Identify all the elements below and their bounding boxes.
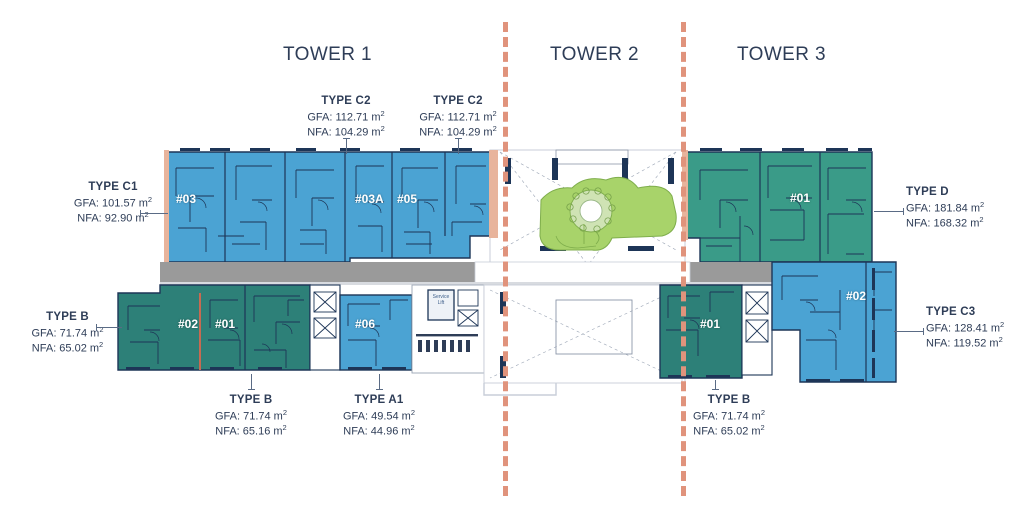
- callout-gfa: GFA: 49.54 m2: [342, 407, 416, 423]
- leader-c3: [894, 331, 924, 332]
- leader-tick: [343, 138, 350, 139]
- callout-gfa: GFA: 101.57 m2: [73, 194, 153, 210]
- tower-label-1: TOWER 1: [283, 44, 373, 65]
- callout-title: TYPE B: [229, 394, 273, 406]
- callout-type-c3: TYPE C3 GFA: 128.41 m2 NFA: 119.52 m2: [926, 305, 1024, 351]
- unit-badge-01-lower-left: #01: [215, 317, 236, 331]
- tower-label-2: TOWER 2: [550, 44, 640, 65]
- tower1-lower-left-units: [117, 284, 311, 371]
- service-core: [411, 284, 485, 374]
- leader-b-left: [96, 327, 122, 328]
- lower-outline: [483, 383, 557, 396]
- tower1-upper-units: [164, 148, 498, 263]
- callout-gfa: GFA: 71.74 m2: [692, 407, 766, 423]
- callout-nfa: NFA: 92.90 m2: [77, 210, 149, 226]
- callout-type-d: TYPE D GFA: 181.84 m2 NFA: 168.32 m2: [906, 185, 1018, 231]
- leader-tick: [140, 210, 141, 217]
- callout-title: TYPE C1: [88, 181, 138, 193]
- unit-badge-02-lower-right: #02: [846, 289, 867, 303]
- unit-badge-01-tower3: #01: [790, 191, 811, 205]
- leader-a1: [379, 374, 380, 390]
- leader-c1: [140, 213, 168, 214]
- callout-title: TYPE D: [906, 186, 949, 198]
- callout-gfa: GFA: 71.74 m2: [31, 324, 104, 340]
- tower1-lift-core: [309, 284, 341, 371]
- callout-gfa: GFA: 112.71 m2: [419, 108, 497, 124]
- callout-title: TYPE C3: [926, 306, 976, 318]
- callout-title: TYPE B: [707, 394, 751, 406]
- unit-badge-06: #06: [355, 317, 376, 331]
- leader-c2-left: [346, 138, 347, 154]
- callout-type-c2-left: TYPE C2 GFA: 112.71 m2 NFA: 104.29 m2: [291, 94, 401, 140]
- tower3-upper-units: [682, 148, 873, 263]
- callout-type-c1: TYPE C1 GFA: 101.57 m2 NFA: 92.90 m2: [58, 180, 168, 226]
- callout-type-b-bottom-right: TYPE B GFA: 71.74 m2 NFA: 65.02 m2: [676, 393, 782, 439]
- callout-gfa: GFA: 128.41 m2: [926, 319, 1005, 335]
- tower3-lower-right-units: [771, 261, 897, 383]
- leader-tick: [903, 208, 904, 215]
- callout-gfa: GFA: 71.74 m2: [214, 407, 288, 423]
- leader-b-bottom-left: [251, 374, 252, 390]
- callout-title: TYPE A1: [354, 394, 404, 406]
- corridor-band: [160, 261, 876, 285]
- leader-c2-right: [458, 138, 459, 154]
- tower3-lift-core: [741, 284, 773, 376]
- unit-badge-05: #05: [397, 192, 418, 206]
- leader-tick: [923, 328, 924, 335]
- service-lift-line1: Service: [432, 294, 450, 300]
- service-lift-line2: Lift: [437, 299, 445, 306]
- callout-gfa: GFA: 112.71 m2: [307, 108, 385, 124]
- leader-tick: [248, 389, 255, 390]
- callout-title: TYPE C2: [321, 95, 371, 107]
- callout-title: TYPE B: [46, 311, 89, 323]
- callout-nfa: NFA: 168.32 m2: [906, 215, 984, 231]
- unit-badge-03: #03: [176, 192, 197, 206]
- callout-nfa: NFA: 65.02 m2: [693, 423, 765, 439]
- callout-nfa: NFA: 104.29 m2: [307, 124, 385, 140]
- leader-tick: [96, 324, 97, 331]
- unit-badge-03a: #03A: [355, 192, 384, 206]
- callout-type-c2-right: TYPE C2 GFA: 112.71 m2 NFA: 104.29 m2: [403, 94, 513, 140]
- unit-badge-01-lower-mid: #01: [700, 317, 721, 331]
- callout-title: TYPE C2: [433, 95, 483, 107]
- leader-d: [874, 211, 904, 212]
- service-lift-label: Service Lift: [428, 294, 454, 307]
- leader-tick: [712, 389, 719, 390]
- callout-gfa: GFA: 181.84 m2: [906, 199, 985, 215]
- callout-type-b-bottom-left: TYPE B GFA: 71.74 m2 NFA: 65.16 m2: [198, 393, 304, 439]
- callout-nfa: NFA: 104.29 m2: [419, 124, 497, 140]
- divider-tower2-tower3: [681, 22, 686, 496]
- callout-type-a1: TYPE A1 GFA: 49.54 m2 NFA: 44.96 m2: [326, 393, 432, 439]
- tower1-lower-blue-unit: [339, 294, 413, 371]
- callout-nfa: NFA: 65.16 m2: [215, 423, 287, 439]
- unit-badge-02-lower-left: #02: [178, 317, 199, 331]
- leader-tick: [376, 389, 383, 390]
- leader-tick: [455, 138, 462, 139]
- leader-b-bottom-right: [715, 380, 716, 390]
- tower3-lower-mid-units: [659, 284, 743, 379]
- callout-nfa: NFA: 44.96 m2: [343, 423, 415, 439]
- divider-tower1-tower2: [503, 22, 508, 496]
- tower2-lower-area: [483, 284, 683, 384]
- callout-nfa: NFA: 119.52 m2: [926, 335, 1003, 351]
- courtyard-landscape: [539, 176, 677, 251]
- callout-nfa: NFA: 65.02 m2: [31, 340, 104, 356]
- tower-label-3: TOWER 3: [737, 44, 827, 65]
- callout-type-b-left: TYPE B GFA: 71.74 m2 NFA: 65.02 m2: [15, 310, 120, 356]
